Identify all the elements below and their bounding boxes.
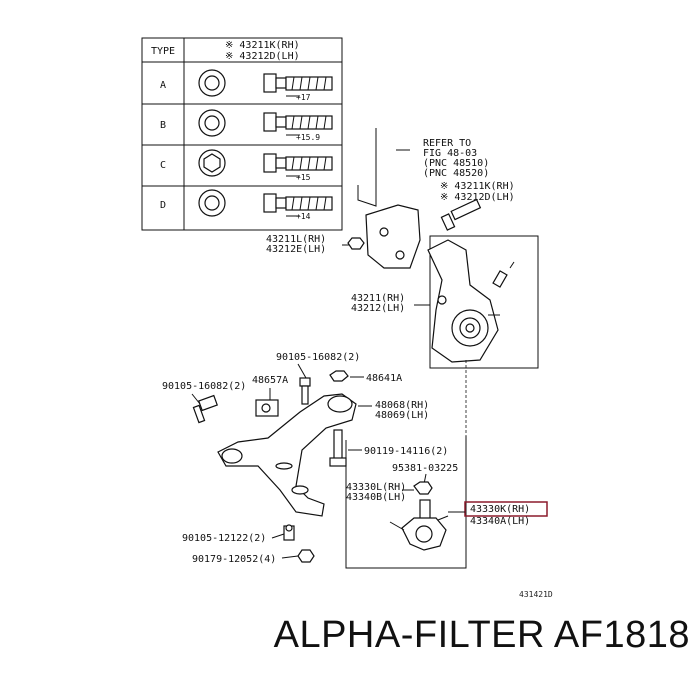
nut-95381	[413, 481, 433, 495]
knuckle-frame	[429, 235, 539, 369]
table-row-type: D	[160, 200, 166, 211]
callout-90105-16082-top: 90105-16082(2)	[276, 352, 360, 363]
callout-43211-rh: 43211(RH)	[351, 293, 405, 304]
parts-diagram: TYPE ※ 43211K(RH) ※ 43212D(LH) A +17 B	[141, 37, 553, 599]
table-row-type: B	[160, 120, 166, 131]
cam-bolt-b	[263, 112, 333, 136]
bolt-90119	[329, 429, 347, 467]
highlight-box	[464, 501, 548, 517]
strut-assembly	[357, 128, 421, 269]
refer-to-line-1: REFER TO	[423, 138, 471, 149]
cam-washer-b	[198, 109, 226, 137]
lower-control-arm	[217, 393, 357, 517]
callout-43330l-rh: 43330L(RH)	[346, 482, 406, 493]
figure-reference: 431421D	[519, 590, 553, 599]
table-row-type: C	[160, 160, 166, 171]
callout-48641a: 48641A	[366, 373, 402, 384]
callout-90119: 90119-14116(2)	[364, 446, 448, 457]
cam-washer-a	[198, 69, 226, 97]
dimension-label: +15.9	[296, 133, 320, 142]
callout-43212-lh: 43212(LH)	[351, 303, 405, 314]
dimension-label: +14	[296, 212, 311, 221]
refer-to-line-4: (PNC 48520)	[423, 168, 489, 179]
table-header-part-rh: ※ 43211K(RH)	[225, 40, 300, 51]
bolt-90105-top	[299, 377, 311, 405]
table-row-type: A	[160, 80, 166, 91]
callout-90105-16082-left: 90105-16082(2)	[162, 381, 246, 392]
cam-bolt-c	[263, 153, 333, 177]
table-header-part-lh: ※ 43212D(LH)	[225, 51, 300, 62]
bolt-90105-left	[192, 394, 218, 424]
nut-90179	[297, 549, 315, 563]
small-bolt-icon	[492, 261, 515, 288]
nut-48641a	[329, 370, 349, 382]
callout-95381: 95381-03225	[392, 463, 458, 474]
bolt-90105-12122	[283, 524, 295, 541]
type-table: TYPE ※ 43211K(RH) ※ 43212D(LH) A +17 B	[141, 37, 343, 231]
cam-washer-d	[198, 189, 226, 217]
nut-icon	[347, 237, 365, 250]
footer-watermark: ALPHA-FILTER AF1818	[273, 614, 690, 656]
callout-90105-12122: 90105-12122(2)	[182, 533, 266, 544]
callout-43212e-lh: 43212E(LH)	[266, 244, 326, 255]
dimension-label: +17	[296, 93, 311, 102]
steering-knuckle	[427, 239, 500, 363]
dimension-label: +15	[296, 173, 311, 182]
refer-to-line-3: (PNC 48510)	[423, 158, 489, 169]
cam-bolt-a	[263, 73, 333, 97]
cam-bolt	[440, 198, 482, 231]
ball-joint	[389, 499, 449, 551]
callout-48068-rh: 48068(RH)	[375, 400, 429, 411]
refer-to-line-2: FIG 48-03	[423, 148, 477, 159]
table-header-type: TYPE	[151, 46, 175, 57]
callout-43340b-lh: 43340B(LH)	[346, 492, 406, 503]
callout-43212d-lh: ※ 43212D(LH)	[440, 192, 515, 203]
callout-43340a-lh: 43340A(LH)	[470, 516, 530, 527]
callout-48657a: 48657A	[252, 375, 288, 386]
callout-48069-lh: 48069(LH)	[375, 410, 429, 421]
cam-bolt-d	[263, 193, 333, 217]
callout-43211k-rh: ※ 43211K(RH)	[440, 181, 515, 192]
bushing-48657a	[255, 399, 279, 417]
callout-43330k-rh: 43330K(RH)	[470, 504, 530, 515]
cam-washer-c	[198, 149, 226, 177]
callout-43211l-rh: 43211L(RH)	[266, 234, 326, 245]
callout-90179: 90179-12052(4)	[192, 554, 276, 565]
